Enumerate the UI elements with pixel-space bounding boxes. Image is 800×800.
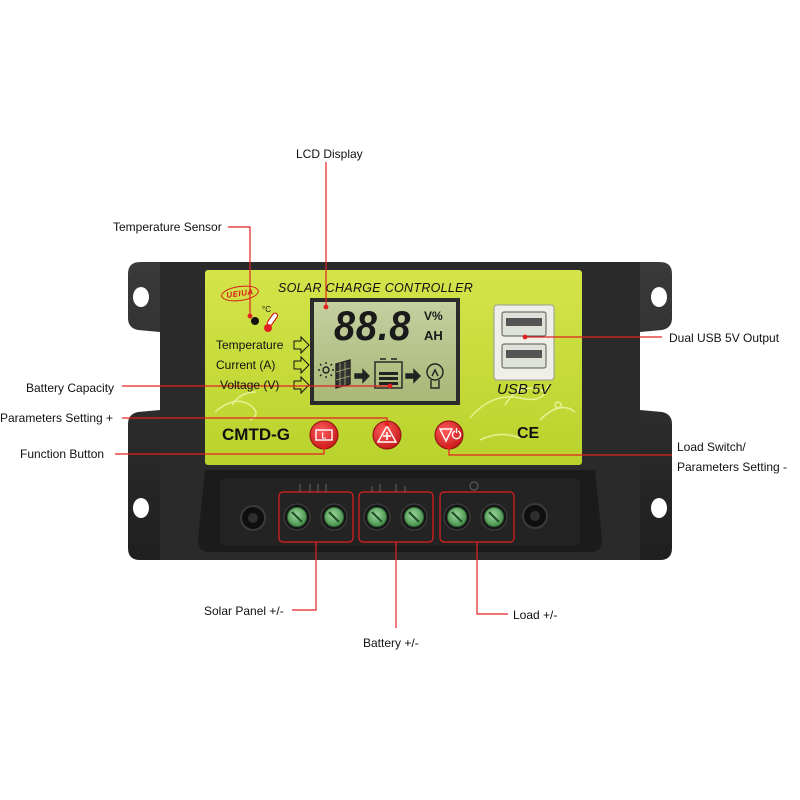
svg-text:L: L xyxy=(322,432,327,441)
terminal-block xyxy=(198,470,602,552)
callout-battery-capacity: Battery Capacity xyxy=(26,381,115,395)
minus-load-button[interactable] xyxy=(434,420,464,450)
indicator-label-temperature: Temperature xyxy=(216,338,284,352)
callout-temperature-sensor: Temperature Sensor xyxy=(113,220,222,234)
callout-lines xyxy=(115,162,672,628)
arrow-right-icon xyxy=(354,368,370,384)
usb-label: USB 5V xyxy=(497,381,551,398)
callout-dual-usb: Dual USB 5V Output xyxy=(669,331,780,345)
arrow-right-icon xyxy=(293,355,310,375)
triangle-down-icon xyxy=(438,428,454,443)
screw-slot xyxy=(408,511,420,523)
screw-slot xyxy=(371,511,383,523)
power-icon xyxy=(451,428,462,440)
lcd-unit-top: V% xyxy=(424,309,443,323)
ce-mark: CE xyxy=(517,425,540,442)
callout-function-button: Function Button xyxy=(20,447,105,461)
callout-load-switch-line1: Load Switch/ xyxy=(677,440,746,454)
callout-line-load xyxy=(476,542,508,615)
mounting-hole xyxy=(651,287,667,307)
temperature-unit: °C xyxy=(262,305,271,314)
solar-panel-icon xyxy=(335,359,351,389)
mounting-hole xyxy=(133,287,149,307)
arrow-right-icon xyxy=(293,335,310,355)
plus-button[interactable] xyxy=(372,420,402,450)
temperature-sensor xyxy=(251,317,259,325)
faceplate: L xyxy=(205,270,582,465)
callout-line-solar xyxy=(292,542,317,611)
mounting-hole xyxy=(133,498,149,518)
screw-slot xyxy=(328,511,340,523)
callout-solar-panel: Solar Panel +/- xyxy=(204,604,284,618)
mounting-hole xyxy=(651,498,667,518)
screw-slot xyxy=(451,511,463,523)
thermometer-icon xyxy=(264,312,278,332)
decorative-swirls xyxy=(214,384,576,441)
callout-lcd-display: LCD Display xyxy=(296,147,363,161)
callout-load: Load +/- xyxy=(513,608,558,622)
screw-slot xyxy=(291,511,303,523)
callout-battery: Battery +/- xyxy=(363,636,419,650)
lcd-digits: 88.8 xyxy=(334,302,412,349)
model-label: CMTD-G xyxy=(222,425,290,444)
usb-ports xyxy=(493,304,555,381)
sun-icon xyxy=(318,362,334,378)
indicator-arrows xyxy=(293,335,310,395)
callout-load-switch-line2: Parameters Setting - xyxy=(677,460,788,474)
arrow-right-icon xyxy=(293,375,310,395)
battery-icon xyxy=(374,358,403,389)
callout-line-temperature xyxy=(228,226,251,316)
lcd-icons xyxy=(318,358,444,389)
callout-line-load-switch xyxy=(448,447,672,456)
arrow-right-icon xyxy=(405,368,421,384)
screw-slot xyxy=(488,511,500,523)
bulb-icon xyxy=(426,363,444,389)
device-title: SOLAR CHARGE CONTROLLER xyxy=(278,281,474,295)
lcd-unit-bottom: AH xyxy=(424,328,443,343)
indicator-label-current: Current (A) xyxy=(216,358,276,372)
triangle-up-icon xyxy=(376,424,398,443)
callout-parameters-setting-plus: Parameters Setting + xyxy=(0,411,114,425)
indicator-label-voltage: Voltage (V) xyxy=(220,378,280,392)
